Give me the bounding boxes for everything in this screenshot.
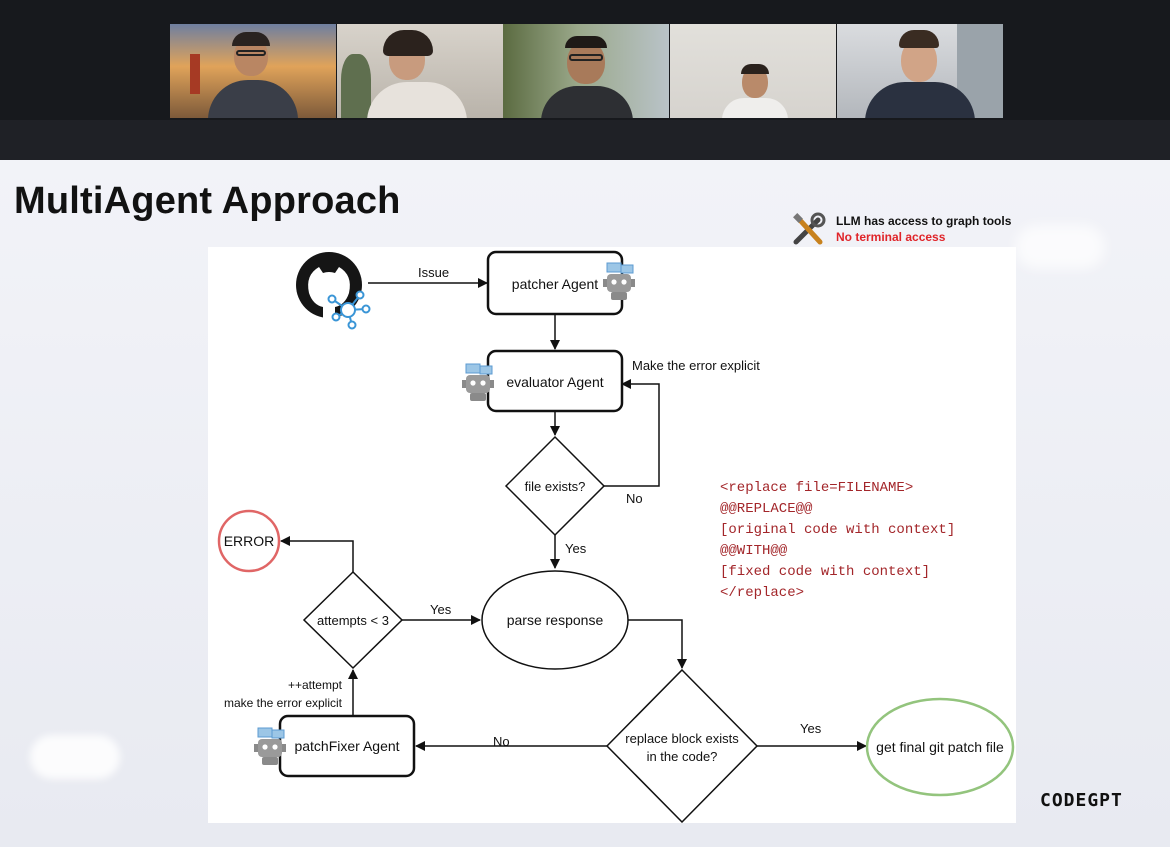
video-call-strip — [0, 0, 1170, 160]
edge-label-issue: Issue — [418, 265, 449, 280]
edge-label-attempt-inc: ++attempt — [288, 678, 343, 692]
node-replace-block-exists — [605, 668, 759, 824]
participant-tile-4-active[interactable] — [670, 24, 836, 118]
node-file-exists-label: file exists? — [525, 479, 586, 494]
replace-format-code: <replace file=FILENAME> @@REPLACE@@ [ori… — [720, 480, 955, 601]
node-error — [217, 509, 281, 573]
node-final-git-patch-label: get final git patch file — [876, 739, 1004, 755]
code-line: </replace> — [720, 585, 804, 601]
graph-network-icon — [327, 290, 371, 330]
node-attempts-label: attempts < 3 — [317, 613, 389, 628]
edge-label-no-2: No — [493, 734, 510, 749]
code-line: [original code with context] — [720, 522, 955, 538]
github-icon — [296, 252, 362, 319]
flowchart: Issue patcher Agent evaluator Agent file… — [208, 247, 1016, 824]
legend-line-1: LLM has access to graph tools — [836, 214, 1012, 228]
code-line: @@REPLACE@@ — [720, 501, 813, 517]
slide-title: MultiAgent Approach — [14, 180, 401, 222]
node-error-label: ERROR — [224, 533, 275, 549]
edge-label-attempt-explicit: make the error explicit — [224, 696, 343, 710]
participant-tile-5[interactable] — [837, 24, 1003, 118]
node-replace-line-2: in the code? — [647, 749, 718, 764]
flowchart-svg: Issue patcher Agent evaluator Agent file… — [217, 250, 1015, 824]
node-attempts — [302, 570, 404, 670]
edge-label-no-1: No — [626, 491, 643, 506]
participant-tile-3[interactable] — [503, 24, 669, 118]
screen-glare — [30, 735, 120, 779]
participant-tile-2[interactable] — [337, 24, 503, 118]
screen-glare — [1015, 225, 1105, 269]
edge-label-yes-attempts: Yes — [430, 602, 452, 617]
code-line: <replace file=FILENAME> — [720, 480, 913, 496]
node-evaluator-agent-label: evaluator Agent — [506, 374, 603, 390]
edge-label-make-explicit: Make the error explicit — [632, 358, 760, 373]
strip-shadow — [0, 120, 1170, 160]
node-final-git-patch — [865, 697, 1015, 797]
node-parse-response-label: parse response — [507, 612, 604, 628]
edge-label-yes-1: Yes — [565, 541, 587, 556]
legend: LLM has access to graph tools No termina… — [790, 212, 1030, 248]
participant-tile-1[interactable] — [170, 24, 336, 118]
code-line: [fixed code with context] — [720, 564, 930, 580]
node-replace-line-1: replace block exists — [625, 731, 739, 746]
code-line: @@WITH@@ — [720, 543, 788, 559]
codegpt-logo: CODEGPT — [1040, 790, 1123, 811]
tools-icon — [793, 212, 826, 245]
legend-line-2: No terminal access — [836, 230, 946, 244]
node-patcher-agent-label: patcher Agent — [512, 276, 599, 292]
edge-label-yes-2: Yes — [800, 721, 822, 736]
node-patchfixer-agent-label: patchFixer Agent — [294, 738, 399, 754]
